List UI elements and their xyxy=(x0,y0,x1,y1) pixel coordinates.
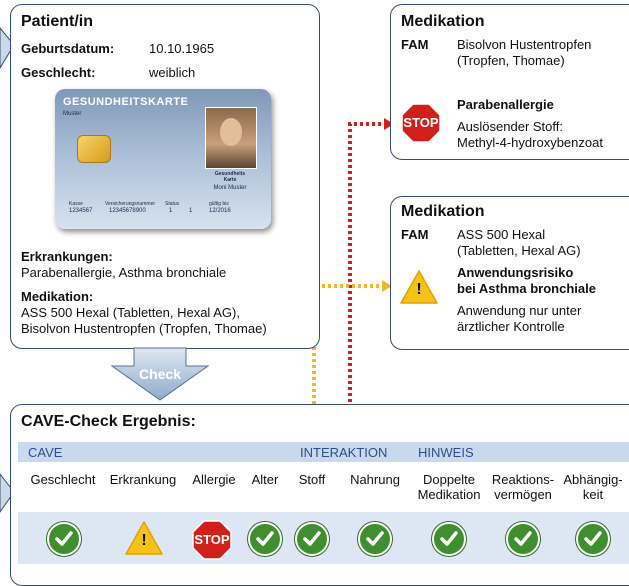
col-label-doppelte-medikation: Doppelte Medikation xyxy=(412,472,486,502)
med1-drug-line1: Bisolvon Hustentropfen xyxy=(457,37,592,52)
med2-warn-symbol: ! xyxy=(416,281,422,298)
med2-drug-line1: ASS 500 Hexal xyxy=(457,227,546,242)
warning-connector-arrowhead xyxy=(382,280,392,292)
check-icon-geschlecht xyxy=(47,522,81,556)
patient-meds-line2: Bisolvon Hustentropfen (Tropfen, Thomae) xyxy=(21,321,267,336)
med2-warn-line2: ärztlicher Kontrolle xyxy=(457,319,565,334)
diseases-label: Erkrankungen: xyxy=(21,249,113,264)
col-label-stoff: Stoff xyxy=(290,472,334,487)
med1-warn-line1: Auslösender Stoff: xyxy=(457,119,563,134)
card-field1-value: 1234567 xyxy=(69,208,93,214)
card-field5-value: 12/2016 xyxy=(209,208,231,214)
medication-panel-2: Medikation FAM ASS 500 Hexal (Tabletten,… xyxy=(390,196,629,350)
patient-panel: Patient/in Geburtsdatum: 10.10.1965 Gesc… xyxy=(10,4,320,349)
col-label-reaktions-l1: Reaktions- xyxy=(491,472,555,487)
sex-value: weiblich xyxy=(149,65,196,80)
stop-connector-arrowhead xyxy=(384,118,394,130)
card-title: GESUNDHEITSKARTE xyxy=(63,96,189,108)
med1-warn-line2: Methyl-4-hydroxybenzoat xyxy=(457,135,603,150)
card-holder-name: Moni Muster xyxy=(213,185,247,191)
dob-label: Geburtsdatum: xyxy=(21,41,115,56)
card-field3-label: Status xyxy=(165,201,180,207)
med2-drug-line2: (Tabletten, Hexal AG) xyxy=(457,243,581,258)
col-label-geschlecht-text: Geschlecht xyxy=(30,472,96,487)
group-label-cave: CAVE xyxy=(28,445,63,460)
med1-title: Medikation xyxy=(401,13,485,30)
card-field5-label: gültig bis xyxy=(209,201,229,207)
warning-triangle-icon-erkrankung xyxy=(125,521,163,555)
card-field1-label: Kasse xyxy=(69,201,83,207)
med2-warn-title2: bei Asthma bronchiale xyxy=(457,281,596,296)
check-icon-doppelte-medikation xyxy=(432,522,466,556)
col-label-erkrankung-text: Erkrankung xyxy=(109,472,177,487)
col-label-reaktions-l2: vermögen xyxy=(494,487,552,502)
card-chip xyxy=(77,135,111,163)
dob-value: 10.10.1965 xyxy=(149,41,215,56)
result-group-header xyxy=(18,442,629,462)
col-label-nahrung-text: Nahrung xyxy=(350,472,400,487)
col-label-nahrung: Nahrung xyxy=(342,472,408,487)
result-stop-text: STOP xyxy=(194,532,230,547)
card-photo-caption: Gesundheits Karte xyxy=(205,171,255,183)
col-label-alter-text: Alter xyxy=(251,472,279,487)
med1-drug-line2: (Tropfen, Thomae) xyxy=(457,53,565,68)
stop-sign-icon xyxy=(401,103,441,143)
left-arrow-top xyxy=(0,27,15,69)
patient-meds-label: Medikation: xyxy=(21,289,94,304)
med1-stop-text: STOP xyxy=(403,115,439,130)
check-arrow-label: Check xyxy=(138,366,182,382)
check-arrow xyxy=(110,347,210,401)
left-arrow-bottom xyxy=(0,473,15,513)
col-label-allergie: Allergie xyxy=(184,472,244,487)
card-photo-caption-1: Gesundheits xyxy=(214,171,246,177)
card-sub: Muster xyxy=(63,111,82,117)
med2-warn-title1: Anwendungsrisiko xyxy=(457,265,574,280)
med2-warn-line1: Anwendung nur unter xyxy=(457,303,582,318)
check-icon-alter xyxy=(248,522,282,556)
col-label-doppelte-l1: Doppelte xyxy=(422,472,476,487)
card-field2-value: 12345678900 xyxy=(109,208,146,214)
group-label-hinweis: HINWEIS xyxy=(418,445,474,460)
check-icon-stoff xyxy=(295,522,329,556)
patient-meds-line1: ASS 500 Hexal (Tabletten, Hexal AG), xyxy=(21,305,240,320)
card-field2-label: Versicherungsnummer xyxy=(105,201,156,207)
card-photo-caption-2: Karte xyxy=(223,177,237,183)
col-label-erkrankung: Erkrankung xyxy=(104,472,182,487)
check-icon-nahrung xyxy=(358,522,392,556)
card-photo xyxy=(205,107,257,169)
col-label-reaktionsvermoegen: Reaktions- vermögen xyxy=(486,472,560,502)
diseases-value: Parabenallergie, Asthma bronchiale xyxy=(21,265,227,280)
patient-title: Patient/in xyxy=(21,13,94,30)
check-icon-abhaengigkeit xyxy=(576,522,610,556)
result-warn-symbol: ! xyxy=(141,532,147,549)
col-label-abhaengig-l2: keit xyxy=(582,487,604,502)
col-label-doppelte-l2: Medikation xyxy=(417,487,481,502)
check-icon-reaktionsvermoegen xyxy=(506,522,540,556)
med2-title: Medikation xyxy=(401,203,485,220)
col-label-abhaengig-l1: Abhängig- xyxy=(563,472,623,487)
warning-triangle-icon xyxy=(400,270,438,304)
med2-fam-label: FAM xyxy=(401,227,429,242)
col-label-alter: Alter xyxy=(244,472,286,487)
med1-warn-title: Parabenallergie xyxy=(457,97,554,112)
card-field4-value: 1 xyxy=(189,208,193,214)
group-label-interaktion: INTERAKTION xyxy=(300,445,388,460)
health-card-image: GESUNDHEITSKARTE Muster Gesundheits Kart… xyxy=(55,89,271,229)
sex-label: Geschlecht: xyxy=(21,65,96,80)
med1-fam-label: FAM xyxy=(401,37,429,52)
result-title: CAVE-Check Ergebnis: xyxy=(21,413,196,430)
medication-panel-1: Medikation FAM Bisolvon Hustentropfen (T… xyxy=(390,4,629,160)
stop-sign-icon-allergie xyxy=(192,520,232,560)
col-label-abhaengigkeit: Abhängig- keit xyxy=(558,472,628,502)
col-label-allergie-text: Allergie xyxy=(192,472,236,487)
col-label-geschlecht: Geschlecht xyxy=(22,472,104,487)
col-label-stoff-text: Stoff xyxy=(298,472,326,487)
card-field3-value: 1 xyxy=(169,208,173,214)
